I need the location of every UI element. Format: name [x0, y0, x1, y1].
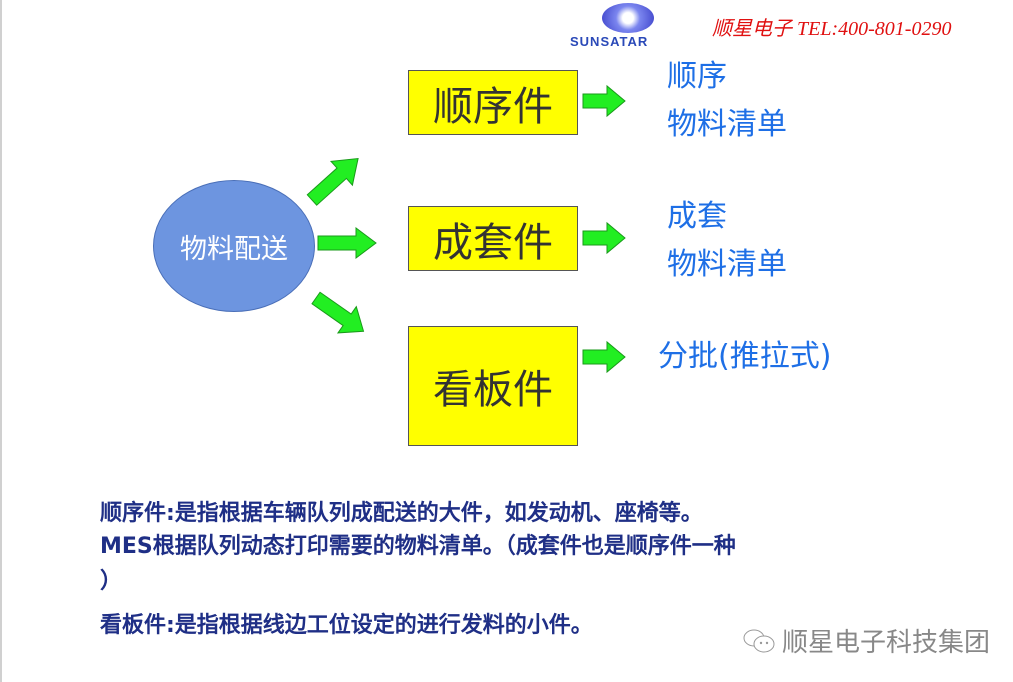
kanban-output: 分批(推拉式): [658, 333, 831, 381]
sunsatar-logo-icon: [602, 3, 654, 33]
arrow-right-icon: [582, 221, 626, 255]
watermark: 顺星电子科技集团: [742, 622, 990, 659]
watermark-text: 顺星电子科技集团: [782, 628, 991, 658]
material-delivery-node: 物料配送: [153, 180, 315, 312]
logo-text: SUNSATAR: [570, 34, 649, 49]
note-line: MES根据队列动态打印需要的物料清单。（成套件也是顺序件一种: [100, 534, 736, 559]
output-line: 物料清单: [667, 107, 787, 142]
sequence-part-box: 顺序件: [408, 70, 578, 135]
arrow-down-right-icon: [311, 291, 365, 334]
output-line: 成套: [667, 199, 727, 234]
arrow-right-icon: [582, 340, 626, 374]
left-border: [0, 0, 2, 682]
brand-phone: 顺星电子 TEL:400-801-0290: [712, 18, 952, 40]
output-line: 顺序: [667, 59, 727, 94]
arrow-right-icon: [317, 227, 377, 259]
kit-part-box: 成套件: [408, 206, 578, 271]
output-line: 分批(推拉式): [658, 339, 832, 374]
note-line: 顺序件:是指根据车辆队列成配送的大件，如发动机、座椅等。: [100, 501, 703, 526]
center-label: 物料配送: [180, 233, 288, 265]
wechat-icon: [743, 629, 775, 652]
note-line: ）: [100, 569, 123, 594]
output-line: 物料清单: [667, 247, 787, 282]
arrow-up-right-icon: [306, 157, 359, 206]
note-line: 看板件:是指根据线边工位设定的进行发料的小件。: [100, 613, 593, 638]
sequence-output: 顺序 物料清单: [667, 53, 787, 149]
arrow-right-icon: [582, 84, 626, 118]
kit-output: 成套 物料清单: [667, 193, 787, 289]
kanban-part-box: 看板件: [408, 326, 578, 446]
